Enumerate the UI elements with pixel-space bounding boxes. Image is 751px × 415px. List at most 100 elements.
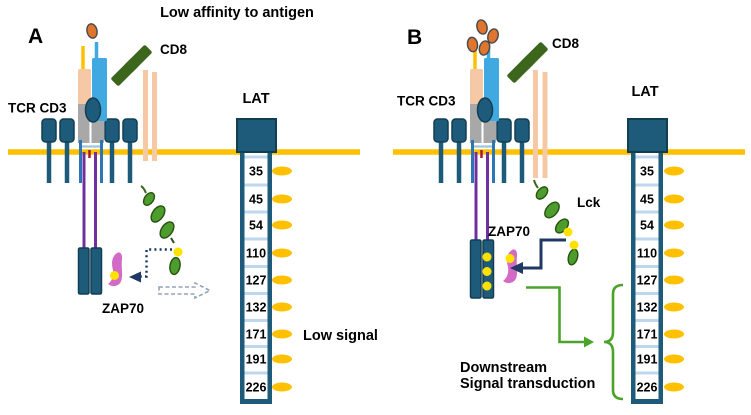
lat-scaffold-b: 35 45 54 110 127 132 171 191 226: [627, 118, 684, 404]
antigen-oval: [86, 23, 98, 39]
cd3-subunits-b: [433, 118, 530, 183]
downstream-label-line2: Signal transduction: [460, 376, 595, 392]
zeta-chain: [469, 239, 482, 299]
lat-site: 132: [637, 301, 658, 315]
lck-domain: [169, 256, 181, 276]
cd8-coreceptor-b: [507, 42, 548, 178]
lat-site: 110: [637, 247, 657, 261]
lat-phosphosite-ovals: [272, 166, 292, 392]
lat-site: 191: [246, 353, 267, 367]
antigen-oval: [466, 36, 479, 53]
lck-tail: [140, 185, 147, 194]
cd3-subunits-a: [41, 118, 138, 183]
lat-ladder-bg: [240, 150, 272, 404]
cd3-ectodomain: [59, 118, 75, 143]
lat-site: 127: [637, 274, 658, 288]
blocked-signal-arrow: [158, 281, 212, 300]
dotted-arrow-path: [141, 248, 172, 278]
lat-rail: [267, 150, 272, 404]
cd3-ectodomain: [514, 118, 530, 143]
lat-site: 35: [249, 165, 263, 179]
lat-rail: [240, 150, 245, 404]
lat-label-a: LAT: [242, 91, 269, 107]
zap70-protein-a: [108, 252, 123, 287]
antigen-cluster: [466, 19, 499, 56]
lat-site: 45: [249, 193, 263, 207]
lat-rail: [658, 150, 663, 404]
tcr-cd3-label-a: TCR CD3: [8, 101, 67, 116]
zap70-body: [108, 252, 123, 287]
phospho-site: [173, 247, 183, 257]
lat-site: 45: [640, 193, 654, 207]
lat-site: 226: [246, 381, 267, 395]
lat-site: 54: [640, 219, 654, 233]
lat-scaffold-a: 35 45 54 110 127 132 171 191 226: [236, 118, 292, 404]
lck-tail: [533, 179, 539, 189]
lat-rungs: [635, 155, 659, 375]
lat-site-numbers-a: 35 45 54 110 127 132 171 191 226: [246, 165, 267, 395]
lat-phosphosite-ovals: [664, 166, 684, 392]
tcr-heterodimer-b: [466, 19, 499, 143]
lck-link: [170, 237, 175, 244]
tcr-domain-oval: [84, 97, 102, 123]
lat-ladder-bg: [631, 150, 663, 404]
cd8-label-a: CD8: [160, 42, 187, 57]
zap70-protein-b: [503, 249, 518, 284]
lat-site: 171: [637, 328, 658, 342]
solid-arrow-head: [510, 262, 523, 274]
lat-rungs: [244, 155, 268, 375]
green-arrow-path: [526, 286, 584, 344]
lck-kinase-b: [533, 179, 579, 266]
cd3-ectodomain: [104, 118, 120, 143]
cd8-label-b: CD8: [552, 36, 579, 51]
phospho-site: [563, 227, 573, 237]
panel-a: 35 45 54 110 127 132 171 191 226 A Low a…: [8, 5, 378, 404]
lat-site: 226: [637, 381, 658, 395]
antigen-oval: [487, 28, 499, 44]
lat-site: 35: [640, 165, 654, 179]
figure-title: Low affinity to antigen: [160, 5, 314, 21]
lat-site-numbers-b: 35 45 54 110 127 132 171 191 226: [637, 165, 658, 395]
cd3-ectodomain: [451, 118, 467, 143]
zap70-label-b: ZAP70: [488, 224, 530, 239]
dotted-arrow-head: [129, 271, 141, 283]
lat-site: 171: [246, 328, 267, 342]
cd3-ectodomain: [433, 118, 449, 143]
downstream-signal-arrow: [526, 283, 624, 401]
lck-domain: [544, 201, 560, 219]
lat-label-b: LAT: [631, 84, 658, 100]
lat-rail: [631, 150, 636, 404]
lat-bottom-cap: [631, 399, 663, 404]
low-signal-label: Low signal: [303, 328, 378, 344]
lck-domain: [567, 248, 579, 266]
phospho-site: [482, 267, 492, 276]
lck-label-b: Lck: [577, 195, 601, 210]
lat-bottom-cap: [240, 399, 272, 404]
panel-b: 35 45 54 110 127 132 171 191 226 B TCR C…: [397, 19, 684, 404]
solid-arrow-path: [523, 238, 566, 270]
zeta-chain: [77, 247, 90, 295]
antigen-oval: [478, 40, 491, 56]
antigen-oval: [476, 19, 488, 35]
lck-domain: [150, 205, 166, 223]
zeta-chains-b: [469, 140, 495, 299]
lat-site: 110: [246, 247, 266, 261]
tcr-cd3-label-b: TCR CD3: [397, 94, 456, 109]
panel-label-b: B: [407, 26, 422, 49]
panel-label-a: A: [28, 25, 43, 48]
lck-domain: [159, 221, 175, 239]
cd3-ectodomain: [41, 118, 57, 143]
lat-site: 191: [637, 353, 658, 367]
phospho-site: [569, 240, 579, 250]
lck-domain: [535, 186, 549, 200]
phospho-site: [482, 281, 492, 291]
lat-site: 54: [249, 219, 263, 233]
phospho-site: [110, 271, 119, 280]
downstream-label-line1: Downstream: [460, 360, 547, 376]
tcr-heterodimer-a: [78, 23, 107, 143]
phospho-site: [482, 252, 492, 262]
zap70-label-a: ZAP70: [102, 301, 144, 316]
cd3-ectodomain: [122, 118, 138, 143]
lck-domain: [142, 192, 156, 206]
weak-recruitment-arrow: [129, 248, 172, 283]
